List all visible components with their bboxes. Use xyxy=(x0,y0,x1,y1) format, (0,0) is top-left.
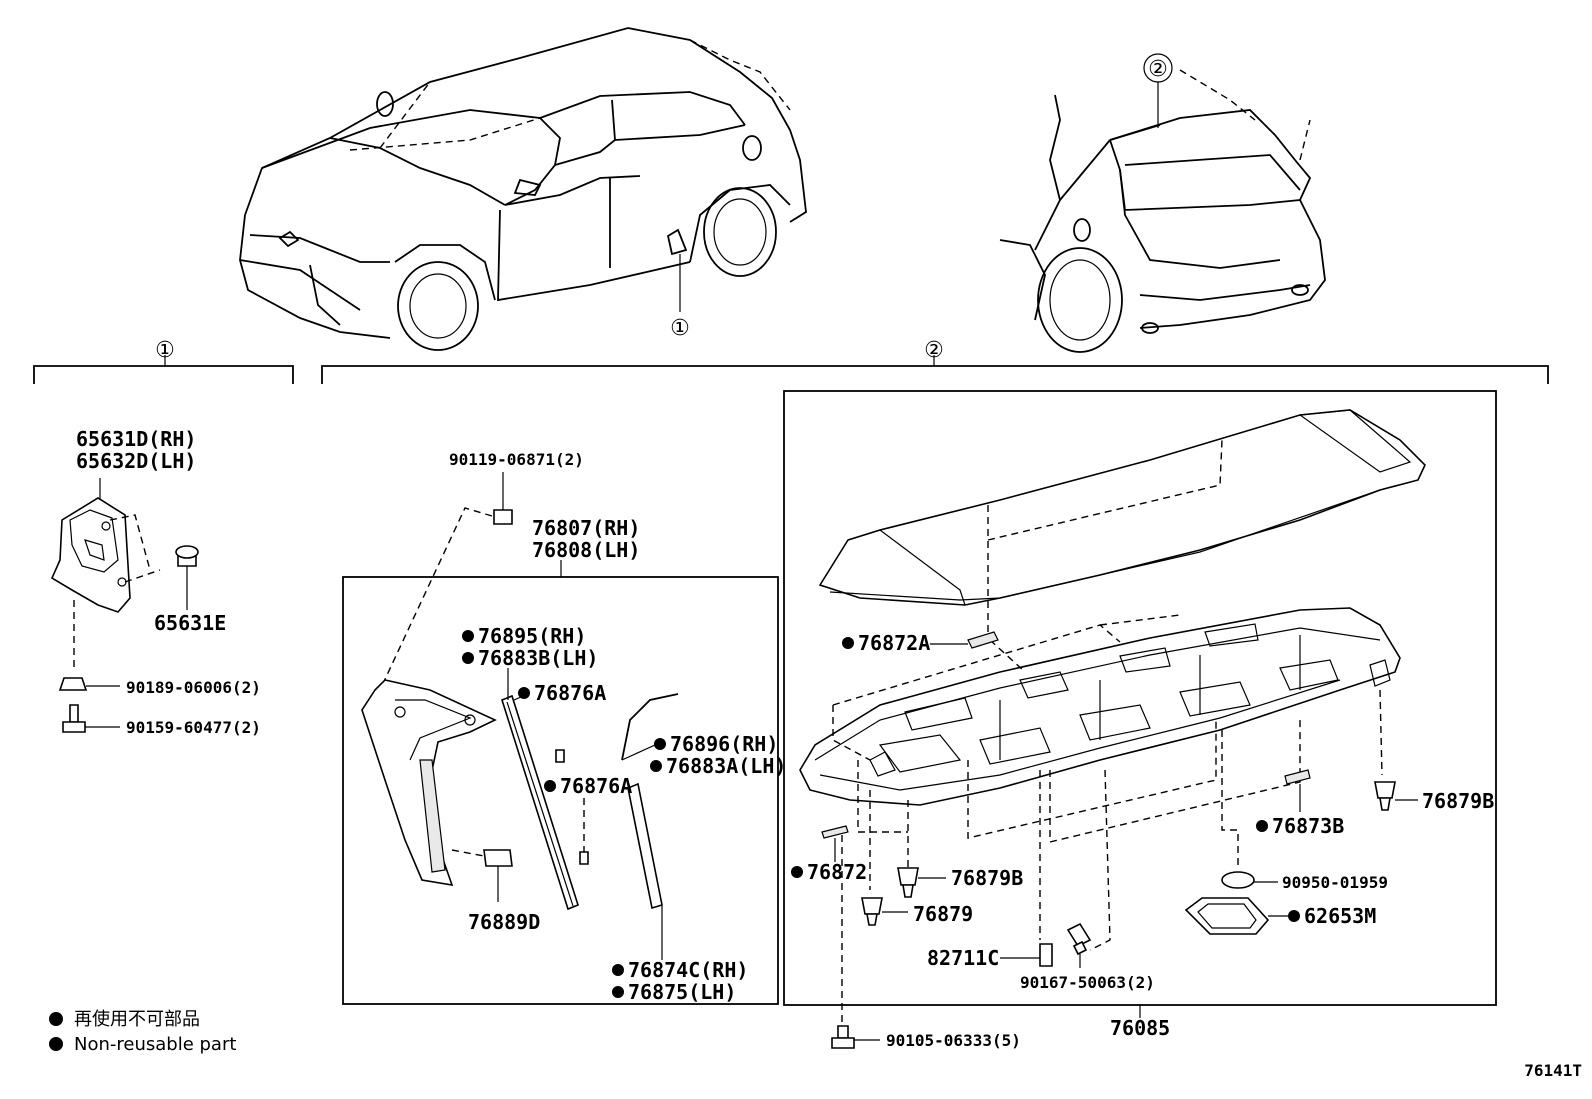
label-90119: 90119-06871(2) xyxy=(449,450,584,469)
label-76889d: 76889D xyxy=(468,910,540,934)
tape-76872 xyxy=(821,825,849,862)
spoiler-dashed-leaders xyxy=(832,614,1383,1022)
spoiler-base-drawing xyxy=(799,607,1401,806)
legend-dot-jp xyxy=(49,1012,63,1026)
label-76879b-center: 76879B xyxy=(951,866,1023,890)
tape-76872a xyxy=(930,631,999,649)
legend-text-jp: 再使用不可部品 xyxy=(74,1009,200,1030)
car-rear-view xyxy=(999,53,1326,353)
non-reusable-dot xyxy=(462,630,474,642)
bolt-90159 xyxy=(62,704,120,733)
label-65632d: 65632D(LH) xyxy=(76,449,196,473)
label-65631e: 65631E xyxy=(154,611,226,635)
label-65631d: 65631D(RH) xyxy=(76,427,196,451)
clip-76879b-right xyxy=(1374,781,1418,811)
section-1-bracket xyxy=(33,355,294,384)
label-76872a: 76872A xyxy=(858,631,930,655)
non-reusable-dot xyxy=(544,780,556,792)
label-76085: 76085 xyxy=(1110,1016,1170,1040)
clip-76879 xyxy=(861,897,908,926)
garnish-drawing xyxy=(361,679,497,887)
non-reusable-dot xyxy=(612,964,624,976)
label-76875: 76875(LH) xyxy=(628,980,736,1004)
label-76808: 76808(LH) xyxy=(532,538,640,562)
clip-76889d xyxy=(451,849,513,902)
nut-90189 xyxy=(58,677,120,691)
spoiler-top-drawing xyxy=(818,409,1426,640)
label-76896: 76896(RH) xyxy=(670,732,778,756)
weatherstrip-76895 xyxy=(501,668,589,911)
legend: 再使用不可部品 Non-reusable part xyxy=(49,1009,236,1055)
tape-76873b xyxy=(1284,769,1311,812)
label-76883b: 76883B(LH) xyxy=(478,646,598,670)
clip-76879b-center xyxy=(897,867,946,898)
label-76879b-right: 76879B xyxy=(1422,789,1494,813)
section-2-bracket xyxy=(321,355,1549,384)
label-76873b: 76873B xyxy=(1272,814,1344,838)
screw-90167 xyxy=(1066,922,1092,968)
label-90105: 90105-06333(5) xyxy=(886,1031,1021,1050)
label-76876a-2: 76876A xyxy=(560,774,632,798)
label-76872: 76872 xyxy=(807,860,867,884)
label-90189: 90189-06006(2) xyxy=(126,678,261,697)
plug-90950 xyxy=(1221,871,1278,889)
label-76895: 76895(RH) xyxy=(478,624,586,648)
label-82711c: 82711C xyxy=(927,946,999,970)
clip-65631e xyxy=(175,545,199,610)
car-rear-marker: ② xyxy=(1148,57,1168,82)
legend-dot-en xyxy=(49,1037,63,1051)
label-90167: 90167-50063(2) xyxy=(1020,973,1155,992)
non-reusable-dot xyxy=(842,637,854,649)
label-76807: 76807(RH) xyxy=(532,516,640,540)
section-1-label: ① xyxy=(155,338,175,363)
non-reusable-dot xyxy=(654,738,666,750)
diagram-code: 76141T xyxy=(1524,1061,1582,1080)
non-reusable-dot xyxy=(1288,910,1300,922)
mudguard-drawing xyxy=(50,478,161,672)
label-76876a-1: 76876A xyxy=(534,681,606,705)
non-reusable-dot xyxy=(1256,820,1268,832)
section-2-label: ② xyxy=(924,338,944,363)
pad-62653m xyxy=(1184,897,1288,935)
car-front-marker: ① xyxy=(670,316,690,341)
label-76879: 76879 xyxy=(913,902,973,926)
moulding-76896 xyxy=(621,693,679,960)
non-reusable-dot xyxy=(791,866,803,878)
non-reusable-dot xyxy=(462,652,474,664)
screw-90105 xyxy=(831,1025,880,1049)
label-90159: 90159-60477(2) xyxy=(126,718,261,737)
label-76883a: 76883A(LH) xyxy=(666,754,786,778)
car-front-view xyxy=(239,27,807,351)
screw-90119 xyxy=(379,472,513,691)
label-90950: 90950-01959 xyxy=(1282,873,1388,892)
non-reusable-dot xyxy=(612,986,624,998)
legend-text-en: Non-reusable part xyxy=(74,1034,236,1055)
label-76874c: 76874C(RH) xyxy=(628,958,748,982)
label-62653m: 62653M xyxy=(1304,904,1376,928)
clip-82711c xyxy=(1000,943,1053,967)
non-reusable-dot xyxy=(518,687,530,699)
non-reusable-dot xyxy=(650,760,662,772)
